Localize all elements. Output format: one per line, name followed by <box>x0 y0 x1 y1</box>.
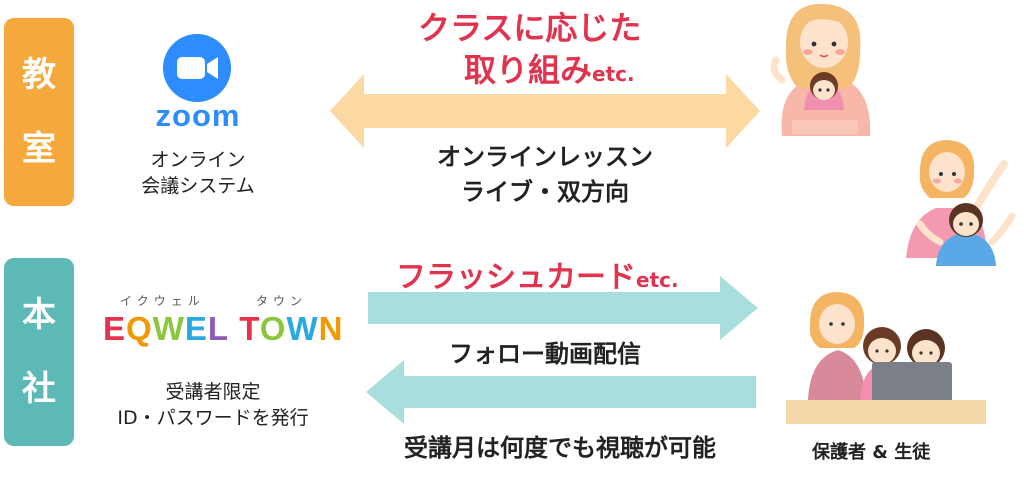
zoom-logo-text: zoom <box>155 98 241 133</box>
classroom-highlight-etc: etc. <box>592 61 635 86</box>
hq-highlight-etc: etc. <box>636 268 679 292</box>
left-arrow <box>366 360 756 424</box>
eqwel-kana-left: イクウェル <box>120 294 205 308</box>
eqwel-logo-letter <box>229 310 239 347</box>
right-arrow <box>368 276 758 340</box>
eqwel-caption: 受講者限定 ID・パスワードを発行 <box>88 380 338 431</box>
eqwel-logo-letter: E <box>103 310 127 347</box>
classroom-arrow-caption: オンラインレッスン ライブ・双方向 <box>385 140 705 210</box>
zoom-camera-icon <box>163 34 231 102</box>
eqwel-logo-letter: L <box>207 310 230 347</box>
mother-child-illustration-top <box>770 3 871 136</box>
classroom-highlight-line-1: クラスに応じた <box>418 9 642 47</box>
eqwel-caption-line-2: ID・パスワードを発行 <box>117 406 309 429</box>
eqwel-logo-letter: O <box>259 310 287 347</box>
classroom-label: 教 室 <box>4 18 74 206</box>
flash-card-text: フラッシュカード <box>396 260 636 295</box>
classroom-label-char-2: 室 <box>22 129 56 169</box>
headquarters-label: 本 社 <box>4 258 74 446</box>
mother-child-illustration-middle <box>906 140 1016 266</box>
classroom-label-char-1: 教 <box>22 55 56 95</box>
follow-video-text: フォロー動画配信 <box>449 340 641 368</box>
audience-label: 保護者 & 生徒 <box>812 442 931 463</box>
zoom-caption: オンライン 会議システム <box>118 148 278 199</box>
eqwel-logo-letter: E <box>184 310 208 347</box>
classroom-highlight: クラスに応じた 取り組みetc. <box>400 8 680 91</box>
eqwel-logo-letter: T <box>239 310 260 347</box>
eqwel-caption-line-1: 受講者限定 <box>165 381 261 403</box>
eqwel-logo-letter: W <box>152 310 185 347</box>
hq-highlight: フラッシュカードetc. <box>396 252 716 296</box>
online-lesson-text: オンラインレッスン <box>437 143 653 171</box>
eqwel-town-logo: EQWEL TOWN <box>103 310 343 348</box>
zoom-caption-line-2: 会議システム <box>141 174 255 197</box>
family-computer-illustration <box>786 292 986 424</box>
eqwel-logo-letter: Q <box>126 310 153 347</box>
headquarters-label-char-1: 本 <box>22 295 56 335</box>
headquarters-label-char-2: 社 <box>22 369 56 409</box>
eqwel-kana-right: タウン <box>256 294 308 308</box>
live-interactive-text: ライブ・双方向 <box>461 177 629 206</box>
bidirectional-arrow <box>330 74 760 148</box>
classroom-highlight-line-2: 取り組み <box>464 50 593 89</box>
eqwel-logo-letter: W <box>286 310 319 347</box>
unlimited-viewing-text: 受講月は何度でも視聴が可能 <box>404 434 716 462</box>
eqwel-logo-letter: N <box>318 310 344 347</box>
zoom-caption-line-1: オンライン <box>150 149 246 171</box>
